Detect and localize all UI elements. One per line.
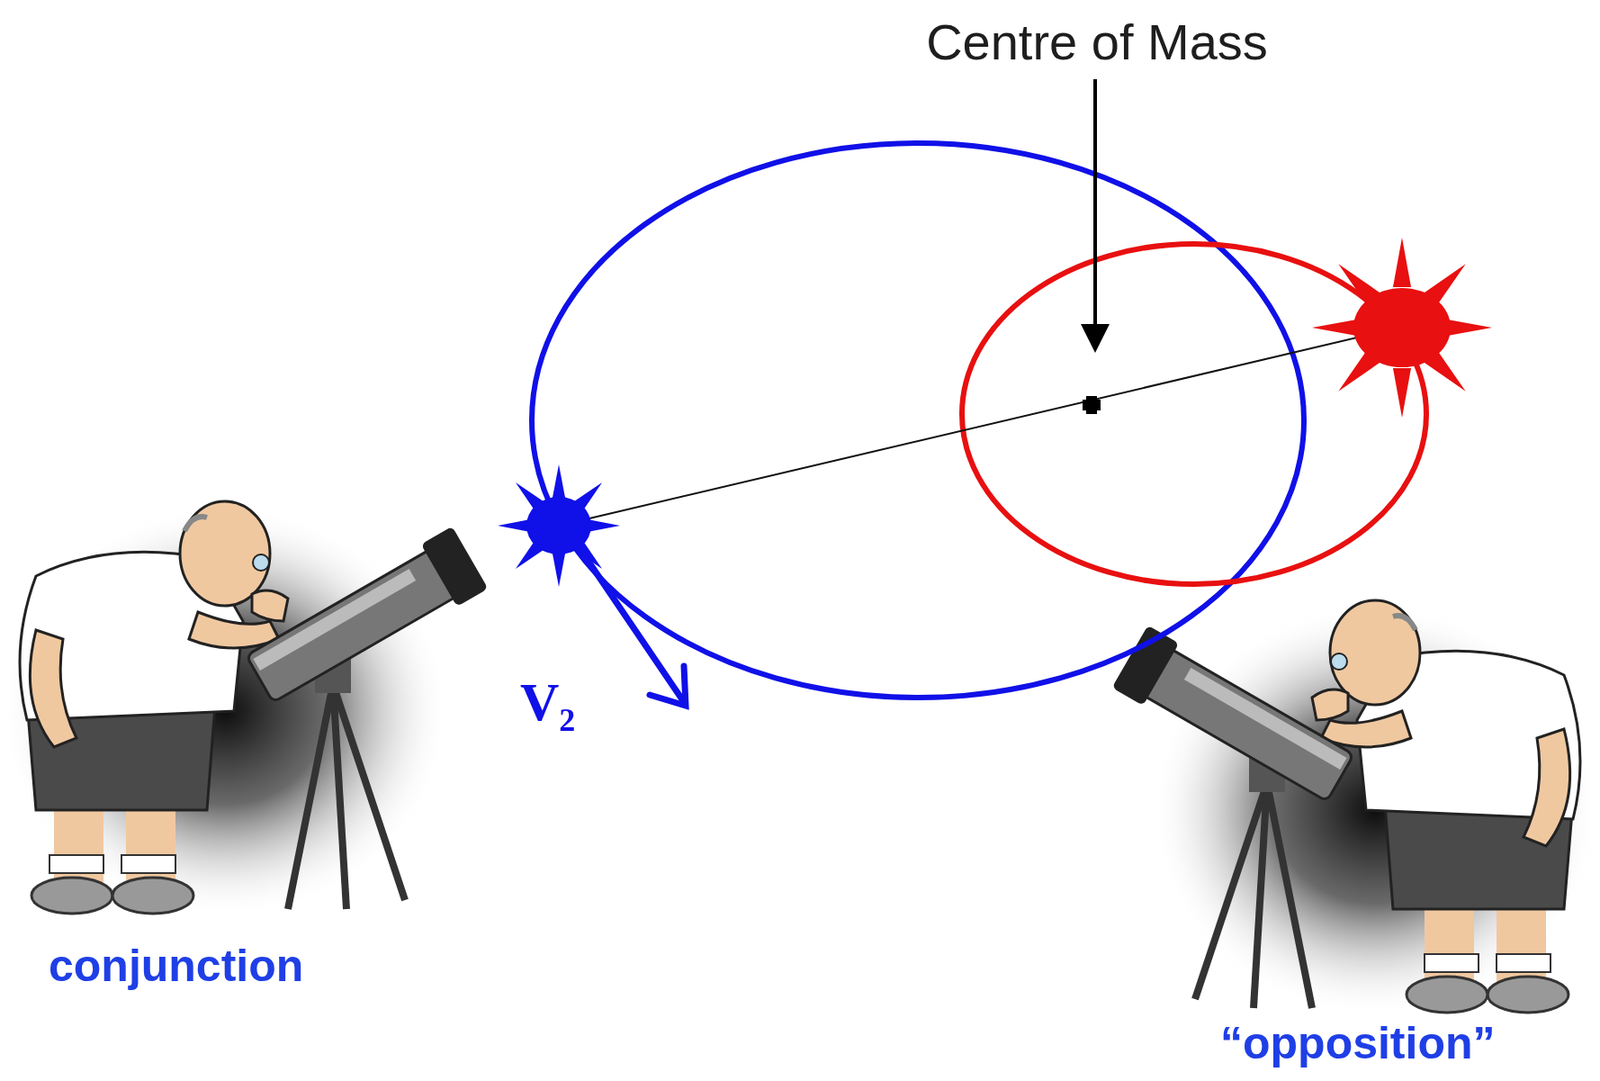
velocity-label: V₂ [520, 671, 576, 734]
annotation-label: Centre of Mass [925, 12, 1268, 72]
star-ray [515, 539, 546, 569]
star-ray [1424, 350, 1466, 392]
star-ray [515, 482, 546, 513]
star-ray [1424, 263, 1466, 306]
blue-orbit [531, 143, 1304, 698]
position-label: conjunction [48, 939, 304, 992]
observer-figure [1112, 600, 1600, 1017]
observer-figure [0, 501, 488, 918]
position-label: “opposition” [1220, 1016, 1496, 1070]
star-connecting-line [558, 327, 1400, 526]
star-ray [1393, 237, 1412, 288]
star-ray [1312, 318, 1362, 337]
star-ray [1338, 350, 1380, 392]
star-ray [552, 551, 567, 587]
star-ray [1338, 263, 1380, 306]
star-ray [1393, 368, 1412, 418]
star-ray [572, 482, 603, 513]
centre-of-mass-mark [1082, 395, 1101, 414]
star-ray [552, 464, 567, 500]
pointer-arrow [1080, 79, 1110, 353]
velocity-arrow [581, 550, 686, 706]
red-star [1312, 237, 1493, 418]
star-ray [1442, 318, 1493, 337]
star-ray [584, 519, 621, 533]
star-ray [497, 519, 533, 533]
blue-star [497, 464, 621, 587]
